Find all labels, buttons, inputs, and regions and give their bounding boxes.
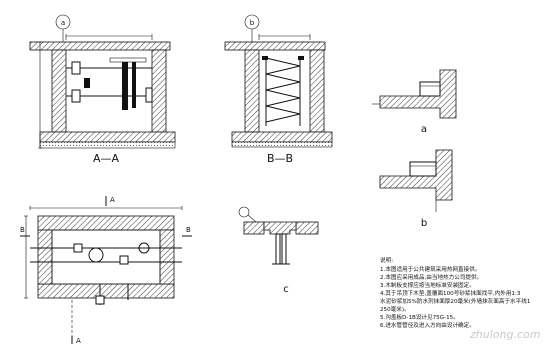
plan-wall-right bbox=[159, 229, 175, 285]
aa-flange bbox=[145, 87, 153, 103]
section-bb-label: B—B bbox=[267, 152, 293, 165]
aa-valve-1 bbox=[71, 61, 81, 75]
section-aa-label: A—A bbox=[93, 152, 120, 165]
detail-c: c bbox=[238, 206, 319, 295]
plan-wall-left bbox=[37, 229, 53, 285]
bb-top-slab bbox=[224, 41, 326, 51]
bb-ladder bbox=[265, 57, 301, 123]
aa-floor-slab bbox=[39, 131, 176, 143]
aa-top-slab bbox=[29, 41, 171, 51]
marker-a-text: a bbox=[61, 19, 65, 27]
detail-c-right-slab bbox=[295, 221, 319, 235]
detail-b-label: b bbox=[421, 218, 427, 229]
aa-meter-cap bbox=[109, 57, 147, 63]
cut-b-right-text: B bbox=[186, 226, 191, 234]
aa-meter-body bbox=[122, 58, 128, 110]
section-aa: a A—A bbox=[29, 14, 176, 165]
notes-item-8: 6.进水管管径及进入方向由设计确定。 bbox=[380, 321, 475, 329]
watermark: zhulong.com bbox=[469, 328, 540, 341]
plan-view: A A B B bbox=[20, 196, 192, 345]
bb-gravel-bed bbox=[231, 141, 333, 148]
aa-valve-2 bbox=[71, 89, 81, 103]
section-bb: b B—B bbox=[224, 14, 333, 165]
notes-item-4: 4.其于吊顶下木垫,盖覆面100号砂浆抹面找平,内外用1:3 bbox=[380, 289, 521, 297]
plan-wall-bottom bbox=[37, 283, 175, 299]
notes-item-3: 3.木制板支撑应按当地标准安装固定。 bbox=[380, 281, 475, 289]
notes-item-7: 5.沟盖板D-1B设计见75G-15。 bbox=[380, 313, 459, 321]
aa-gauge bbox=[84, 78, 90, 88]
detail-b-cover bbox=[409, 161, 437, 177]
detail-b: b bbox=[379, 149, 453, 229]
detail-c-left-slab bbox=[243, 221, 265, 235]
detail-c-post bbox=[275, 233, 281, 265]
notes-title: 说明: bbox=[380, 256, 393, 264]
notes-item-5: 水泥砂浆加5%防水剂抹面厚20毫米(外墙抹灰面高于水平线1 bbox=[380, 297, 531, 305]
detail-a-label: a bbox=[421, 124, 427, 135]
notes-item-6: 250毫米)。 bbox=[380, 305, 410, 313]
notes-item-2: 2.本图应采用成品,由当地热力公司提供。 bbox=[380, 273, 482, 281]
plan-valve-2 bbox=[138, 242, 150, 254]
plan-wall-top bbox=[37, 215, 175, 231]
notes-item-1: 1.本图适用于公共建筑采用热网直接供。 bbox=[380, 265, 480, 273]
bb-left-wall bbox=[244, 49, 260, 133]
aa-left-wall bbox=[51, 49, 67, 133]
aa-gravel-bed bbox=[39, 141, 176, 149]
plan-valve-1 bbox=[88, 247, 104, 263]
bb-right-wall bbox=[309, 49, 325, 133]
marker-b-text: b bbox=[250, 19, 255, 27]
detail-a: a bbox=[372, 69, 457, 135]
bb-floor-slab bbox=[231, 131, 333, 143]
aa-meter-body-2 bbox=[132, 62, 136, 108]
detail-a-section bbox=[379, 69, 457, 119]
cut-a-bottom-text: A bbox=[76, 337, 81, 345]
cut-b-left-text: B bbox=[20, 226, 25, 234]
detail-c-label: c bbox=[283, 284, 289, 295]
detail-a-cover bbox=[419, 81, 441, 97]
notes-block: 说明: 1.本图适用于公共建筑采用热网直接供。 2.本图应采用成品,由当地热力公… bbox=[380, 256, 531, 329]
cut-a-top-text: A bbox=[110, 196, 115, 204]
aa-right-wall bbox=[151, 49, 167, 133]
